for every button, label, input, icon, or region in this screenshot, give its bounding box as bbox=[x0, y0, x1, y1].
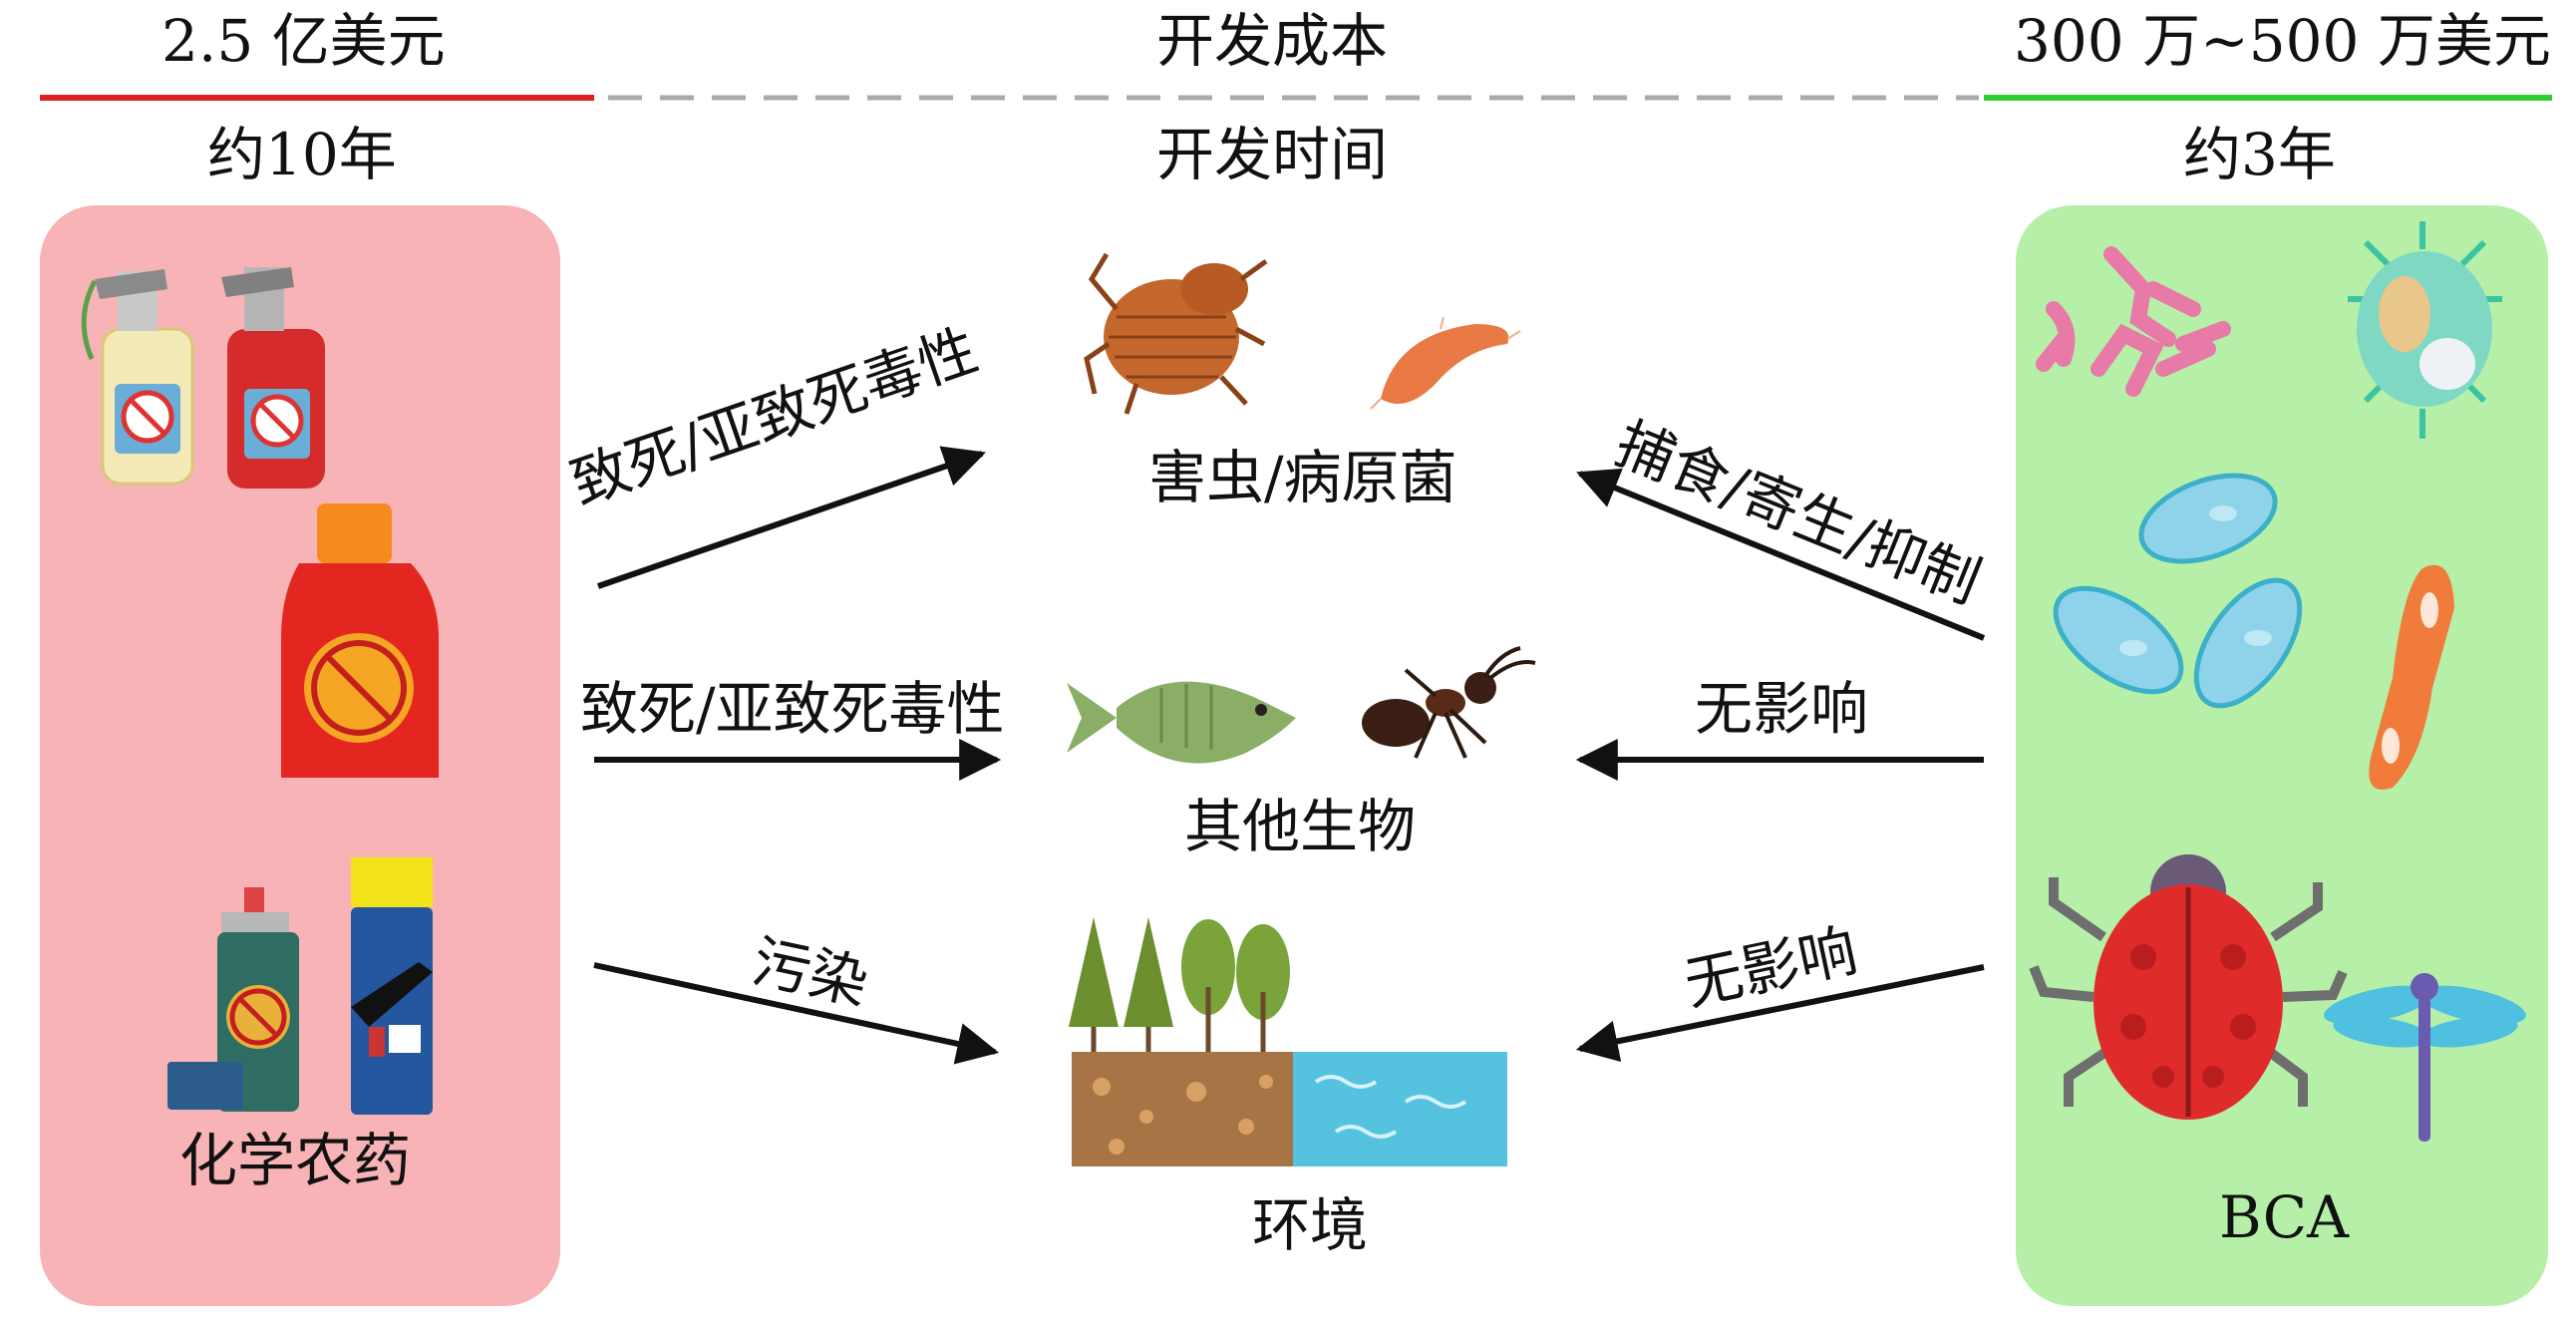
bacterium-icon bbox=[1370, 316, 1521, 410]
cost-left: 2.5 亿美元 bbox=[161, 7, 446, 75]
arrow-left-to-pests bbox=[597, 446, 986, 589]
environment-icon bbox=[1069, 917, 1507, 1166]
fish-icon bbox=[1067, 681, 1296, 764]
arrow-right-to-pests bbox=[1576, 468, 1986, 641]
label-left-to-other: 致死/亚致死毒性 bbox=[580, 675, 1005, 743]
label-pests: 害虫/病原菌 bbox=[1148, 444, 1457, 511]
label-right-to-other: 无影响 bbox=[1695, 675, 1869, 743]
time-left: 约10年 bbox=[207, 121, 397, 188]
label-chemical-pesticide: 化学农药 bbox=[179, 1127, 412, 1194]
spray-bottle-icon bbox=[81, 269, 194, 486]
aerosol-can-icon bbox=[351, 857, 433, 1115]
arrow-right-to-environment bbox=[1575, 964, 1985, 1063]
orange-bacterium-icon bbox=[2369, 564, 2454, 790]
blue-bacteria-icon bbox=[2053, 473, 2303, 709]
label-environment: 环境 bbox=[1252, 1191, 1369, 1259]
arrow-left-to-environment bbox=[593, 962, 1000, 1065]
pink-bacteria-icon bbox=[2036, 246, 2231, 397]
cost-right: 300 万~500 万美元 bbox=[2014, 7, 2551, 75]
bed-bug-icon bbox=[1084, 252, 1268, 415]
label-other-organisms: 其他生物 bbox=[1184, 793, 1417, 860]
time-mid: 开发时间 bbox=[1156, 121, 1389, 188]
spray-bottle-icon bbox=[221, 267, 325, 489]
label-bca: BCA bbox=[2219, 1183, 2349, 1251]
pesticide-bottle-icon bbox=[281, 503, 439, 778]
aerosol-can-icon bbox=[167, 887, 299, 1112]
dragonfly-icon bbox=[2324, 973, 2526, 1142]
ant-icon bbox=[1362, 646, 1536, 759]
ladybug-icon bbox=[2029, 854, 2348, 1120]
green-virus-icon bbox=[2348, 221, 2502, 439]
time-right: 约3年 bbox=[2183, 121, 2336, 188]
cost-mid: 开发成本 bbox=[1156, 7, 1389, 75]
